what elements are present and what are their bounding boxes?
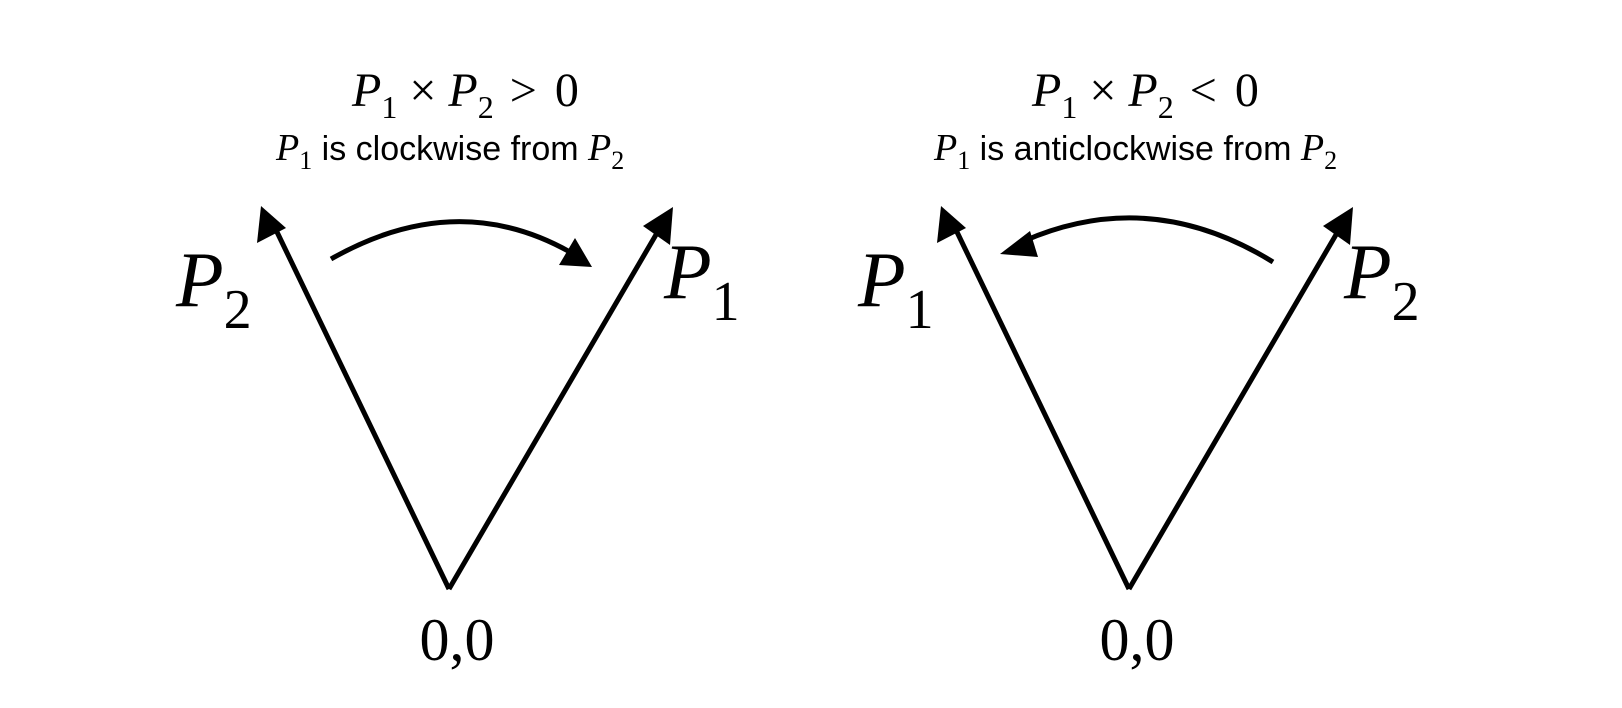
caption-sub-b: 2 — [611, 146, 624, 175]
caption-term-b: P — [1300, 127, 1324, 169]
label-letter: P — [663, 228, 712, 315]
rotation-arrowhead-clockwise — [559, 238, 592, 267]
formula-relation: < — [1190, 64, 1217, 117]
label-vector-right: P1 — [663, 228, 740, 333]
formula-sub-a: 1 — [381, 89, 397, 125]
label-sub: 2 — [1392, 271, 1420, 333]
origin-label: 0,0 — [420, 607, 495, 673]
caption-term-a: P — [933, 127, 957, 169]
formula-operator: × — [409, 64, 436, 117]
formula-rhs: 0 — [555, 64, 579, 117]
caption-clockwise: P1 is clockwise from P2 — [275, 127, 624, 175]
formula-term-a: P — [351, 64, 381, 117]
label-letter: P — [857, 236, 906, 323]
caption-anticlockwise: P1 is anticlockwise from P2 — [933, 127, 1337, 175]
formula-sub-b: 2 — [1158, 89, 1174, 125]
caption-sub-a: 1 — [299, 146, 312, 175]
label-vector-right: P2 — [1343, 228, 1420, 333]
caption-term-a: P — [275, 127, 299, 169]
formula-term-b: P — [447, 64, 477, 117]
label-sub: 1 — [906, 279, 934, 341]
label-vector-left: P1 — [857, 236, 934, 341]
vector-left — [274, 230, 452, 591]
caption-text: is clockwise from — [312, 130, 588, 168]
formula-operator: × — [1089, 64, 1116, 117]
panel-clockwise: P1×P2>0 P1 is clockwise from P2 P2 P1 0,… — [175, 64, 740, 673]
rotation-arrowhead-anticlockwise — [1000, 231, 1038, 257]
label-letter: P — [175, 236, 224, 323]
formula-clockwise: P1×P2>0 — [351, 64, 579, 125]
formula-term-a: P — [1031, 64, 1061, 117]
formula-sub-a: 1 — [1061, 89, 1077, 125]
arrowhead-left — [937, 206, 966, 243]
vector-right — [446, 231, 660, 591]
formula-term-b: P — [1127, 64, 1157, 117]
vector-left — [954, 230, 1132, 591]
formula-anticlockwise: P1×P2<0 — [1031, 64, 1259, 125]
origin-label: 0,0 — [1100, 607, 1175, 673]
caption-text: is anticlockwise from — [970, 130, 1301, 168]
arrowhead-left — [257, 206, 286, 243]
caption-term-b: P — [587, 127, 611, 169]
arrowhead-right — [1323, 207, 1353, 245]
arrowhead-right — [643, 207, 673, 245]
label-sub: 1 — [712, 271, 740, 333]
rotation-arc-clockwise — [329, 219, 572, 262]
label-sub: 2 — [224, 279, 252, 341]
label-vector-left: P2 — [175, 236, 252, 341]
label-letter: P — [1343, 228, 1392, 315]
formula-sub-b: 2 — [478, 89, 494, 125]
rotation-arc-anticlockwise — [1023, 215, 1275, 265]
caption-sub-a: 1 — [957, 146, 970, 175]
vector-right — [1126, 231, 1340, 591]
formula-rhs: 0 — [1235, 64, 1259, 117]
caption-sub-b: 2 — [1324, 146, 1337, 175]
formula-relation: > — [510, 64, 537, 117]
panel-anticlockwise: P1×P2<0 P1 is anticlockwise from P2 P1 P… — [857, 64, 1420, 673]
